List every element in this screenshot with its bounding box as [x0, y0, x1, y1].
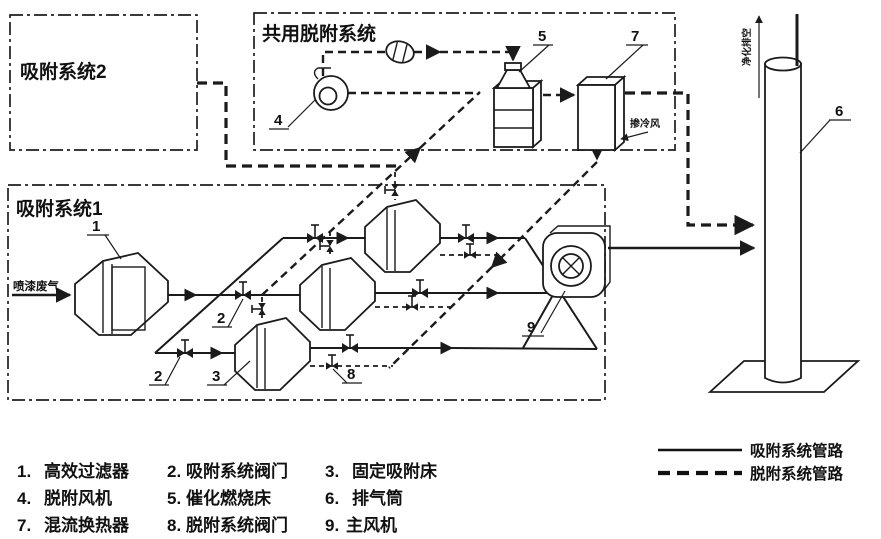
cold-air-label: 掺冷风 [630, 117, 660, 130]
adsorption-bed-symbol-top [364, 199, 441, 273]
adsorption-bed-symbol-bottom [234, 317, 311, 391]
desorption-suction-header2 [419, 91, 481, 149]
legend-label-9: 主风机 [346, 515, 397, 535]
flame-arrester-symbol [385, 40, 415, 64]
desorption-return-header2 [388, 266, 493, 369]
cold-air-arrow [620, 131, 649, 142]
catalytic-bed-symbol [491, 62, 544, 149]
legend-label-3: 固定吸附床 [352, 461, 438, 481]
legend-num-7: 7. [17, 516, 31, 535]
system2-boundary [9, 14, 198, 151]
feed-header-diagonal [154, 237, 284, 354]
adsorption-valve-symbol [342, 334, 358, 353]
legend-num-1: 1. [17, 462, 31, 481]
legend-num-8: 8. [167, 516, 181, 535]
desorption-valve-symbol [384, 184, 399, 196]
exhaust-stack-symbol [707, 14, 861, 393]
outlet-pipe-bottom2 [451, 347, 598, 350]
shared-desorption-title: 共用脱附系统 [262, 22, 376, 45]
legend-label-8: 脱附系统阀门 [186, 515, 288, 535]
label-8: 8 [347, 366, 355, 383]
adsorption-bed-symbol-mid [299, 257, 376, 331]
fan4-discharge-pipe [321, 50, 386, 76]
label-4: 4 [274, 112, 283, 129]
filter-symbol [74, 252, 169, 336]
stack-outlet-label: 净化排空 [741, 27, 753, 66]
system2-link-pipe [197, 81, 400, 168]
system1-boundary [7, 184, 606, 401]
desorption-fan-symbol [313, 67, 349, 111]
line-legend-solid-label: 吸附系统管路 [750, 441, 844, 460]
label-1: 1 [92, 218, 100, 235]
system2-title: 吸附系统2 [20, 60, 107, 83]
legend-label-5: 催化燃烧床 [186, 488, 272, 508]
legend-label-2: 吸附系统阀门 [186, 461, 288, 481]
legend-num-3: 3. [325, 462, 339, 481]
adsorption-valve-symbol [235, 281, 251, 300]
label-2a: 2 [217, 310, 225, 327]
desorption-valve-symbol [319, 240, 334, 252]
desorption-valve-symbol [326, 354, 338, 370]
legend-num-2: 2. [167, 462, 181, 481]
label-5: 5 [538, 28, 546, 45]
label-2b: 2 [154, 368, 162, 385]
legend-num-4: 4. [17, 489, 31, 508]
legend-num-6: 6. [325, 489, 339, 508]
label-6: 6 [835, 103, 843, 120]
waste-gas-inlet-label: 喷漆废气 [13, 279, 59, 293]
label-9: 9 [527, 319, 535, 336]
legend: 1. 高效过滤器 2. 吸附系统阀门 3. 固定吸附床 4. 脱附风机 5. 催… [17, 461, 438, 535]
legend-label-4: 脱附风机 [44, 488, 112, 508]
hx7-to-stack-pipe [625, 91, 756, 236]
line-legend: 吸附系统管路 脱附系统管路 [658, 441, 844, 483]
shared-desorption-boundary [253, 12, 676, 151]
adsorption-valve-symbol [307, 224, 323, 243]
legend-num-9: 9. [325, 516, 339, 535]
desorption-valve-symbol [464, 243, 476, 259]
legend-label-1: 高效过滤器 [44, 461, 130, 481]
main-fan-symbol [542, 225, 611, 298]
system1-title: 吸附系统1 [16, 197, 103, 220]
legend-label-7: 混流换热器 [44, 515, 130, 535]
label-7: 7 [631, 28, 639, 45]
label-3: 3 [212, 368, 220, 385]
line-legend-dashed-label: 脱附系统管路 [750, 464, 844, 483]
desorption-return-header [490, 161, 598, 269]
desorption-valve-symbol [251, 303, 266, 315]
legend-num-5: 5. [167, 489, 181, 508]
component-labels: 1 2 2 3 4 5 6 7 8 9 [87, 28, 851, 386]
adsorption-valve-symbol [177, 339, 193, 358]
legend-label-6: 排气筒 [352, 488, 403, 508]
desorption-suction-header [261, 146, 422, 296]
desorption-valve-symbol [406, 295, 418, 311]
heat-exchanger-symbol [575, 74, 627, 153]
adsorption-valve-symbol [458, 224, 474, 243]
valve-symbols [177, 184, 476, 370]
